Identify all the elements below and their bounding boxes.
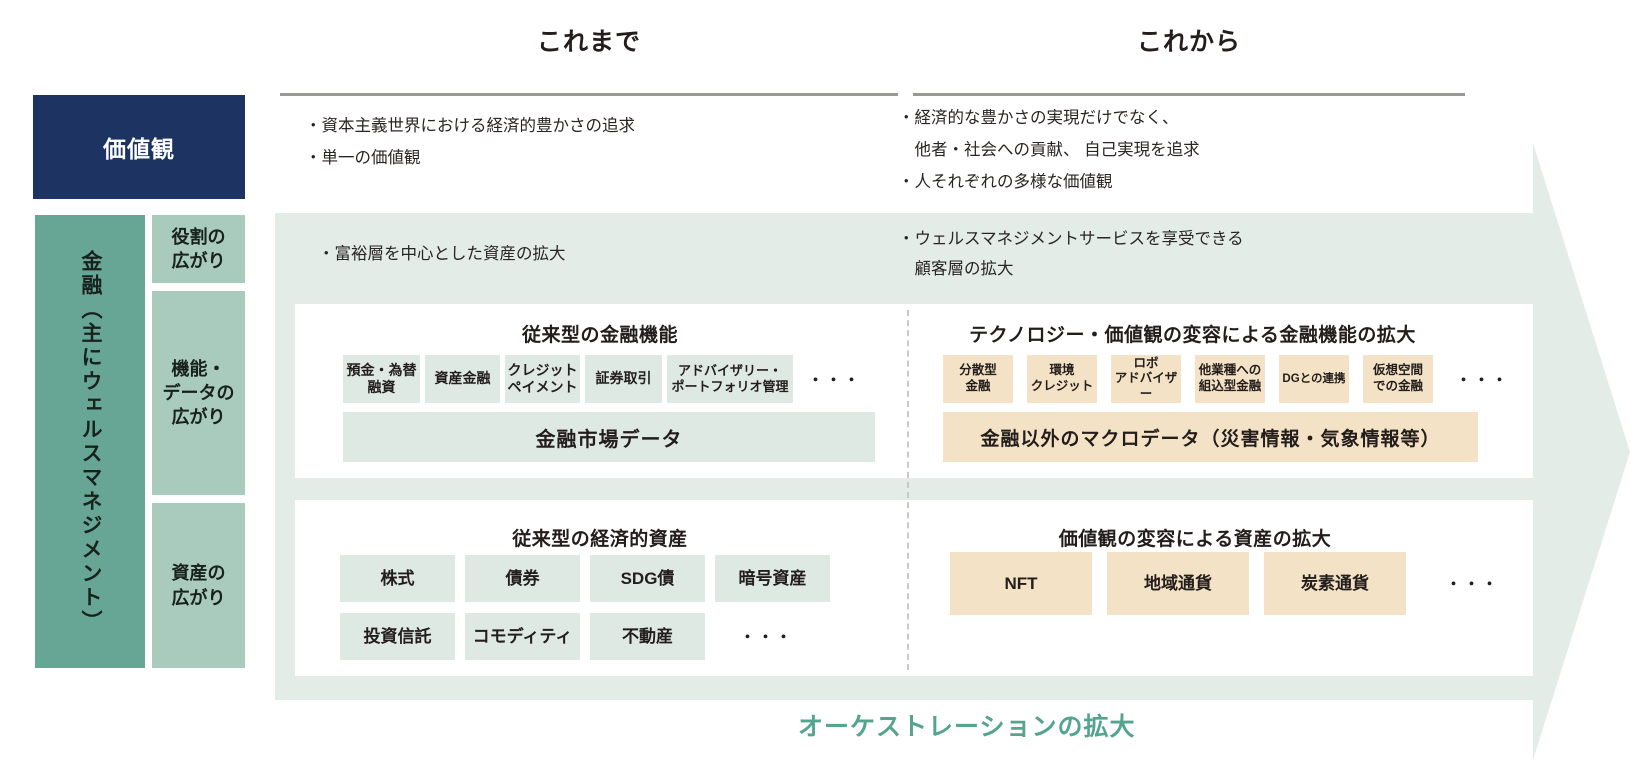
before-after-divider: [907, 310, 909, 670]
sidebar-item-asset-scope: 資産の 広がり: [152, 503, 245, 668]
bullet-line: ・単一の価値観: [305, 149, 421, 167]
rule-after: [913, 93, 1465, 96]
values-row-label: 価値観: [33, 95, 245, 199]
functions-after-title: テクノロジー・価値観の変容による金融機能の拡大: [969, 325, 1416, 346]
asset-chip: 株式: [340, 555, 455, 602]
asset-chip: SDG債: [590, 555, 705, 602]
assets-after-title: 価値観の変容による資産の拡大: [1058, 529, 1332, 550]
assets-before-chips-row1: 株式 債券 SDG債 暗号資産: [340, 555, 830, 602]
bullet-line: ・資本主義世界における経済的豊かさの追求: [305, 117, 635, 135]
asset-chip: 炭素通貨: [1264, 552, 1406, 615]
function-chip: アドバイザリー・ ポートフォリオ管理: [667, 355, 793, 403]
functions-before-data-bar: 金融市場データ: [343, 412, 875, 462]
function-chip: DGとの連携: [1279, 355, 1349, 403]
asset-chip: 投資信託: [340, 613, 455, 660]
role-before-bullet: ・富裕層を中心とした資産の拡大: [318, 245, 566, 263]
bullet-line: 他者・社会への貢献、 自己実現を追求: [898, 141, 1200, 159]
bullet-line: ・経済的な豊かさの実現だけでなく、: [898, 109, 1179, 127]
functions-before-chips: 預金・為替 融資 資産金融 クレジット ペイメント 証券取引 アドバイザリー・ …: [343, 355, 862, 403]
rule-before: [280, 93, 898, 96]
sidebar-item-role-scope: 役割の 広がり: [152, 215, 245, 283]
functions-before-title: 従来型の金融機能: [521, 325, 678, 346]
values-before-bullets: ・資本主義世界における経済的豊かさの追求 ・単一の価値観: [305, 110, 635, 174]
function-chip: 資産金融: [425, 355, 500, 403]
functions-after-chips: 分散型 金融 環境 クレジット ロボ アドバイザー 他業種への 組込型金融 DG…: [943, 355, 1510, 403]
ellipsis: ・・・: [1456, 371, 1511, 389]
bullet-line: ・ウェルスマネジメントサービスを享受できる: [898, 230, 1244, 248]
function-chip: クレジット ペイメント: [505, 355, 580, 403]
assets-after-chips: NFT 地域通貨 炭素通貨 ・・・: [950, 552, 1500, 615]
values-after-bullets: ・経済的な豊かさの実現だけでなく、 他者・社会への貢献、 自己実現を追求 ・人そ…: [898, 102, 1200, 198]
function-chip: ロボ アドバイザー: [1111, 355, 1181, 403]
assets-before-title: 従来型の経済的資産: [512, 529, 688, 550]
asset-chip: 暗号資産: [715, 555, 830, 602]
asset-chip: 地域通貨: [1107, 552, 1249, 615]
column-header-before: これまで: [536, 28, 641, 56]
values-row-label-text: 価値観: [103, 136, 175, 162]
function-chip: 預金・為替 融資: [343, 355, 420, 403]
footer-orchestration-label: オーケストレーションの拡大: [798, 713, 1136, 741]
assets-before-chips-row2: 投資信託 コモディティ 不動産 ・・・: [340, 613, 794, 660]
asset-chip: コモディティ: [465, 613, 580, 660]
function-chip: 分散型 金融: [943, 355, 1013, 403]
functions-after-data-bar: 金融以外のマクロデータ（災害情報・気象情報等）: [943, 412, 1478, 462]
finance-sidebar: 金融（主にウェルスマネジメント）: [35, 215, 145, 668]
function-chip: 証券取引: [585, 355, 662, 403]
ellipsis: ・・・: [740, 629, 795, 646]
function-chip: 環境 クレジット: [1027, 355, 1097, 403]
bullet-line: ・人それぞれの多様な価値観: [898, 173, 1113, 191]
ellipsis: ・・・: [808, 371, 863, 389]
function-chip: 他業種への 組込型金融: [1195, 355, 1265, 403]
asset-chip: NFT: [950, 552, 1092, 615]
bullet-line: 顧客層の拡大: [898, 260, 1014, 278]
sidebar-item-function-data-scope: 機能・ データの 広がり: [152, 291, 245, 495]
asset-chip: 債券: [465, 555, 580, 602]
finance-sidebar-label: 金融（主にウェルスマネジメント）: [79, 249, 102, 634]
role-after-bullets: ・ウェルスマネジメントサービスを享受できる 顧客層の拡大: [898, 224, 1244, 284]
ellipsis: ・・・: [1446, 576, 1501, 593]
asset-chip: 不動産: [590, 613, 705, 660]
function-chip: 仮想空間 での金融: [1363, 355, 1433, 403]
column-header-after: これから: [1136, 28, 1241, 56]
